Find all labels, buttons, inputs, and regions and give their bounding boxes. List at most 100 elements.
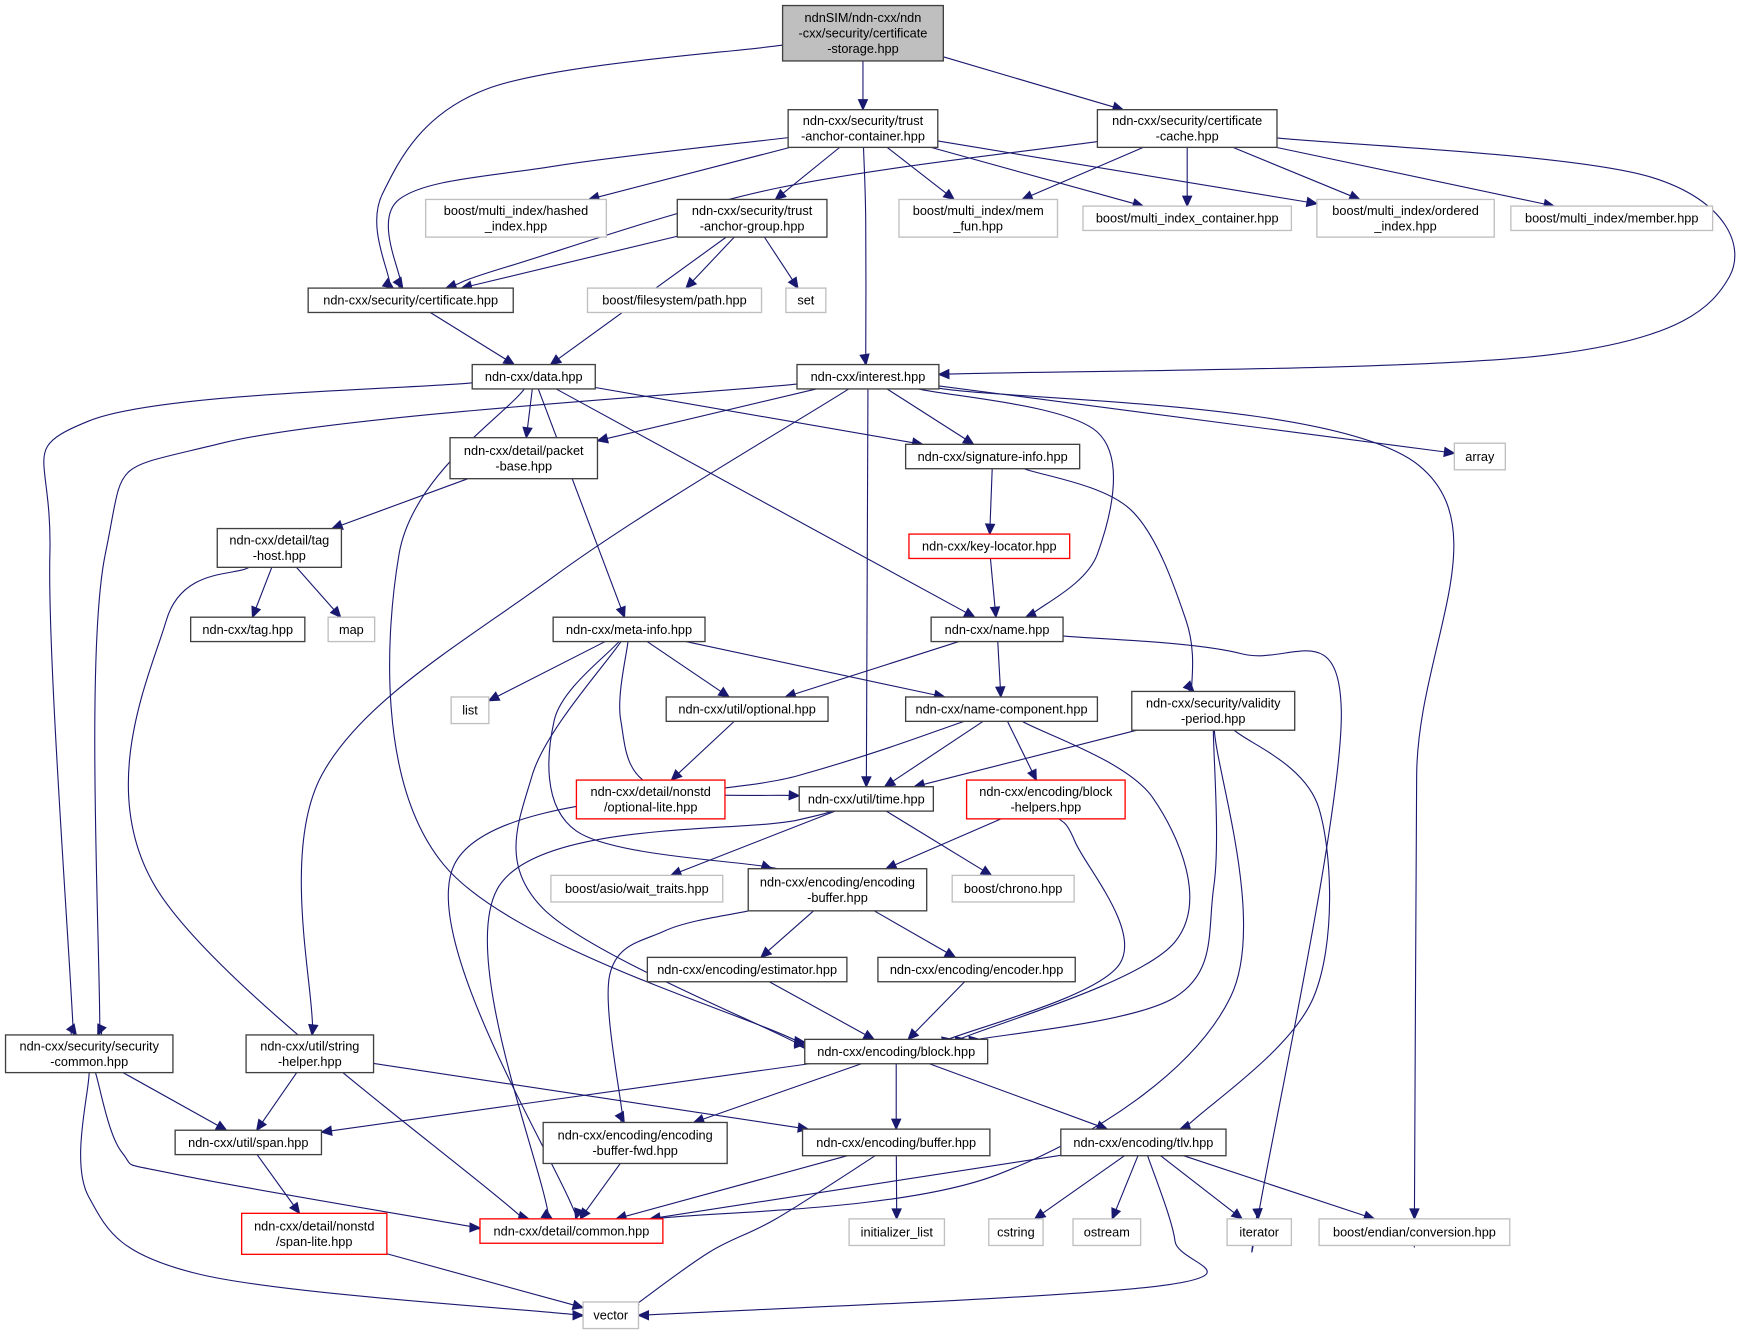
node-label: boost/chrono.hpp [964,881,1062,896]
node-chrono: boost/chrono.hpp [951,874,1075,903]
node-tag[interactable]: ndn-cxx/tag.hpp [189,616,306,643]
node-box [189,616,306,643]
node-root[interactable]: ndnSIM/ndn-cxx/ndn-cxx/security/certific… [781,4,944,62]
edge-line [470,235,678,287]
edge-line [1183,1155,1365,1217]
arrowhead-icon [320,1125,333,1136]
node-label: ndn-cxx/security/trust [803,113,924,128]
node-label: ndn-cxx/signature-info.hpp [918,449,1068,464]
edge-data-to-name [555,388,976,618]
node-validity[interactable]: ndn-cxx/security/validity-period.hpp [1131,690,1296,731]
node-map: map [327,616,376,643]
node-label: vector [593,1308,628,1323]
node-tag_group[interactable]: ndn-cxx/security/trust-anchor-group.hpp [676,198,828,238]
edge-interest-to-strhelper [300,388,850,1049]
edge-seccommon-to-span [122,1072,228,1131]
node-time[interactable]: ndn-cxx/util/time.hpp [798,786,935,812]
node-block[interactable]: ndn-cxx/encoding/block.hpp [804,1038,989,1065]
node-packetbase[interactable]: ndn-cxx/detail/packet-base.hpp [449,437,599,480]
node-member: boost/multi_index/member.hpp [1510,205,1714,232]
node-box [1316,198,1495,238]
edge-line [595,386,913,444]
arrowhead-icon [942,188,956,201]
edge-line [937,140,1308,203]
node-metainfo[interactable]: ndn-cxx/meta-info.hpp [552,616,706,643]
edge-line [997,641,1001,688]
node-label: ndn-cxx/encoding/block.hpp [817,1044,975,1059]
edge-line [386,1253,574,1306]
node-box [951,874,1075,903]
edge-interest-to-name [918,388,1115,620]
node-tlv[interactable]: ndn-cxx/encoding/tlv.hpp [1060,1128,1227,1157]
arrowhead-icon [571,1299,585,1310]
edge-line [80,1072,608,1319]
node-label: -storage.hpp [827,41,899,56]
node-siginfo[interactable]: ndn-cxx/signature-info.hpp [904,443,1081,470]
node-label: -host.hpp [253,548,306,563]
node-label: list [462,703,478,718]
node-encbuffwd[interactable]: ndn-cxx/encoding/encoding-buffer-fwd.hpp [542,1121,728,1165]
node-name[interactable]: ndn-cxx/name.hpp [930,616,1064,643]
node-label: ndn-cxx/name-component.hpp [915,702,1087,717]
node-ostream: ostream [1072,1218,1142,1247]
node-label: ndn-cxx/encoding/encoding [558,1128,713,1143]
arrowhead-icon [861,776,872,789]
edge-taghost-to-tag [251,567,273,619]
arrowhead-icon [1443,446,1456,458]
arrowhead-icon [1347,190,1362,201]
edge-ccache-to-interest [937,137,1736,380]
node-label: boost/multi_index/member.hpp [1525,211,1698,226]
edge-tac-to-hashed [587,146,791,202]
node-label: ndn-cxx/encoding/estimator.hpp [657,962,837,977]
node-estimator[interactable]: ndn-cxx/encoding/estimator.hpp [646,956,848,983]
arrowhead-icon [989,606,1001,619]
arrowhead-icon [487,691,501,702]
node-label: iterator [1239,1225,1279,1240]
arrowhead-icon [579,1207,591,1220]
node-strhelper[interactable]: ndn-cxx/util/string-helper.hpp [245,1034,375,1074]
node-namecomp[interactable]: ndn-cxx/name-component.hpp [904,696,1099,723]
arrowhead-icon [788,789,801,801]
node-box [471,363,596,390]
node-taghost[interactable]: ndn-cxx/detail/tag-host.hpp [216,527,343,568]
node-label: ndn-cxx/security/certificate.hpp [323,293,498,308]
node-ccache[interactable]: ndn-cxx/security/certificate-cache.hpp [1096,109,1278,149]
edge-name-to-optional [784,641,960,699]
edge-line [607,388,817,439]
node-optional[interactable]: ndn-cxx/util/optional.hpp [665,696,829,723]
node-buffer[interactable]: ndn-cxx/encoding/buffer.hpp [801,1128,991,1157]
edge-line [1062,635,1342,1253]
edge-encbuf-to-encbuffwd [607,910,750,1130]
edge-line [526,388,533,428]
node-waittraits: boost/asio/wait_traits.hpp [550,874,724,903]
arrowhead-icon [637,1309,650,1321]
arrowhead-icon [1033,1208,1047,1220]
edge-line [625,1155,848,1217]
edge-line [702,1063,862,1120]
node-label: -cxx/security/certificate [799,26,928,41]
edge-name-to-iterator [1062,635,1342,1253]
node-encoder[interactable]: ndn-cxx/encoding/encoder.hpp [877,956,1076,983]
node-blockhelpers: ndn-cxx/encoding/block-helpers.hpp [965,779,1126,820]
edge-encbuf-to-estimator [759,910,814,959]
edge-validity-to-tlv [1177,729,1331,1137]
node-label: -buffer-fwd.hpp [592,1143,677,1158]
node-span[interactable]: ndn-cxx/util/span.hpp [174,1129,323,1156]
node-data[interactable]: ndn-cxx/data.hpp [471,363,596,390]
node-box [552,616,706,643]
edge-line [914,981,966,1033]
arrowhead-icon [1252,1207,1263,1221]
edge-line [794,641,960,695]
node-tac[interactable]: ndn-cxx/security/trust-anchor-container.… [787,109,939,149]
node-label: ndn-cxx/key-locator.hpp [922,539,1057,554]
edge-taghost-to-map [296,566,342,619]
edge-line [1177,729,1331,1137]
node-cert[interactable]: ndn-cxx/security/certificate.hpp [307,287,514,314]
edge-line [497,641,606,697]
edge-spanlite-to-vector [386,1253,585,1310]
node-seccommon[interactable]: ndn-cxx/security/security-common.hpp [4,1034,174,1074]
edge-tlv-to-common [648,1154,1061,1223]
edge-time-to-waittraits [669,810,836,877]
node-interest[interactable]: ndn-cxx/interest.hpp [796,363,940,390]
node-encbuf[interactable]: ndn-cxx/encoding/encoding-buffer.hpp [747,868,928,912]
